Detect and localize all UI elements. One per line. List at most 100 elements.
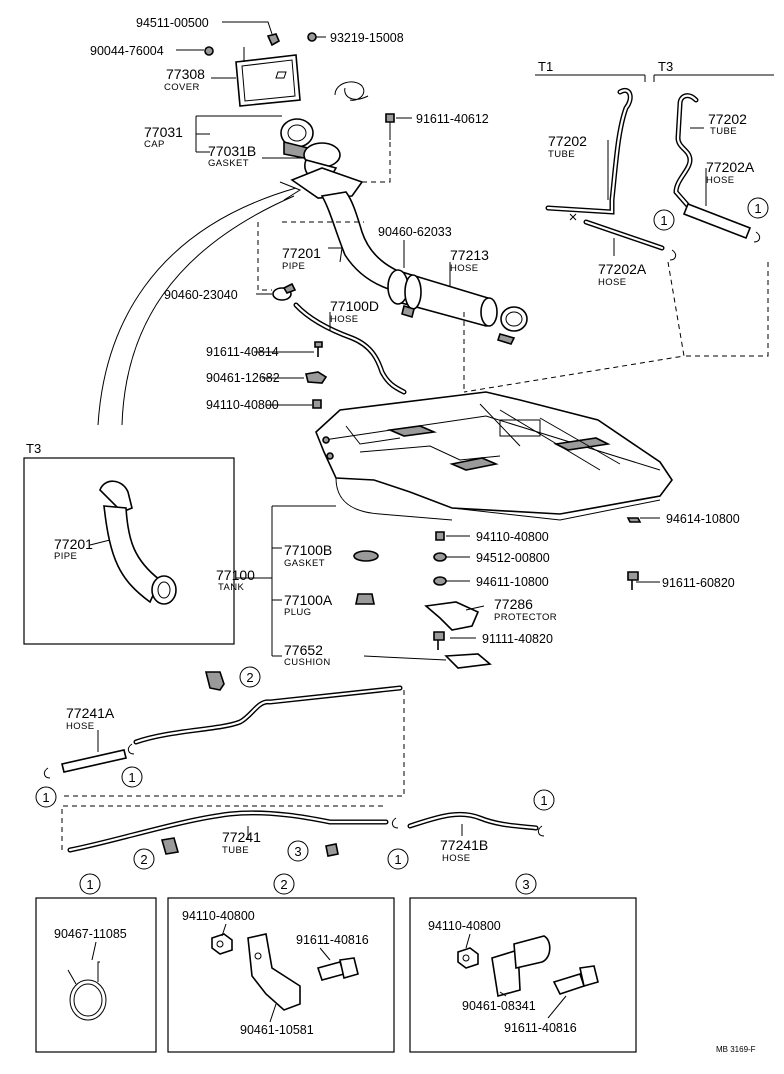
callout-1: 1 <box>128 770 135 785</box>
detail-box-2 <box>167 897 395 1053</box>
callout-2: 2 <box>280 877 287 892</box>
label-77202-t1: 77202 <box>548 133 587 149</box>
label-cap: CAP <box>144 139 165 150</box>
label-77308: 77308 <box>166 66 205 82</box>
label-94110-40800-box3: 94110-40800 <box>428 919 501 933</box>
washer-94512 <box>433 552 447 562</box>
label-94110-40800-tank: 94110-40800 <box>476 530 549 544</box>
clamp-part-3 <box>325 843 339 857</box>
washer-94611 <box>433 576 447 586</box>
label-77100b: 77100B <box>284 542 332 558</box>
bolt-93219 <box>307 32 326 42</box>
callout-1: 1 <box>42 790 49 805</box>
fuel-tank <box>315 391 673 521</box>
label-hose: HOSE <box>330 314 359 325</box>
label-77286: 77286 <box>494 596 533 612</box>
label-77241a: 77241A <box>66 705 115 721</box>
label-77241: 77241 <box>222 829 261 845</box>
label-hose: HOSE <box>442 853 471 864</box>
label-90460-62033: 90460-62033 <box>378 225 452 239</box>
label-91611-40816-box2: 91611-40816 <box>296 933 369 947</box>
label-77031b: 77031B <box>208 143 256 159</box>
label-77202-t3: 77202 <box>708 111 747 127</box>
cover-part <box>235 47 301 107</box>
detail-box-1 <box>35 897 157 1053</box>
tube-upper <box>133 685 403 745</box>
label-tube: TUBE <box>710 126 737 137</box>
callout-circles <box>35 197 769 895</box>
label-90461-10581: 90461-10581 <box>240 1023 314 1037</box>
clip-small <box>391 817 399 829</box>
label-77100: 77100 <box>216 567 255 583</box>
label-77241b: 77241B <box>440 837 488 853</box>
label-hose: HOSE <box>66 721 95 732</box>
label-90461-08341: 90461-08341 <box>462 999 536 1013</box>
nut-90044 <box>204 46 214 56</box>
label-t3-inset: T3 <box>26 441 41 456</box>
label-tube: TUBE <box>222 845 249 856</box>
callout-1: 1 <box>754 201 761 216</box>
box3-hardware <box>457 935 599 998</box>
label-77202a-t1: 77202A <box>598 261 647 277</box>
label-77031: 77031 <box>144 124 183 140</box>
tube-lower <box>67 810 389 853</box>
bolt-91611-40612 <box>385 113 395 140</box>
label-hose: HOSE <box>598 277 627 288</box>
label-gasket: GASKET <box>208 158 249 169</box>
callout-2: 2 <box>140 852 147 867</box>
label-77201-inset: 77201 <box>54 536 93 552</box>
figure-code: MB 3169-F <box>716 1045 756 1054</box>
label-93219: 93219-15008 <box>330 31 404 45</box>
label-91611-60820: 91611-60820 <box>662 576 735 590</box>
clamp-part-2-lower <box>160 837 180 855</box>
label-plug: PLUG <box>284 607 311 618</box>
assembly-arrow <box>97 181 302 426</box>
label-94511: 94511-00500 <box>136 16 209 30</box>
bolt-91111 <box>433 631 445 650</box>
label-tank: TANK <box>218 582 244 593</box>
detail-box-3 <box>409 897 637 1053</box>
label-protector: PROTECTOR <box>494 612 557 623</box>
hose-77241b <box>407 811 539 831</box>
plug-77100a <box>355 593 375 605</box>
inset-pipe-77201 <box>99 480 177 605</box>
label-91611-40816-box3: 91611-40816 <box>504 1021 577 1035</box>
hose-77100d <box>293 302 407 395</box>
filler-pipe <box>290 142 397 292</box>
variant-t1-group <box>535 74 677 261</box>
label-pipe: PIPE <box>54 551 77 562</box>
label-94512: 94512-00800 <box>476 551 550 565</box>
label-pipe: PIPE <box>282 261 305 272</box>
clamp-90461-12682 <box>305 371 328 384</box>
hose-77241a <box>61 749 127 773</box>
nut-94110-tank <box>435 531 445 541</box>
nut-94511 <box>266 33 281 47</box>
spring-clip-90467 <box>67 961 107 1021</box>
label-90467: 90467-11085 <box>54 927 127 941</box>
label-t3: T3 <box>658 59 673 74</box>
clamp-bolt <box>401 304 415 319</box>
clip-small <box>43 767 51 779</box>
hose-77213 <box>387 269 498 327</box>
label-cushion: CUSHION <box>284 657 331 668</box>
box2-hardware <box>211 933 359 1011</box>
label-91111: 91111-40820 <box>482 632 553 646</box>
label-77202a-t3: 77202A <box>706 159 755 175</box>
label-90461-12682: 90461-12682 <box>206 371 280 385</box>
callout-1: 1 <box>86 877 93 892</box>
gasket-77100b <box>353 550 379 562</box>
callout-1: 1 <box>394 852 401 867</box>
label-90044: 90044-76004 <box>90 44 164 58</box>
clip-small <box>127 743 135 755</box>
label-77213: 77213 <box>450 247 489 263</box>
label-t1: T1 <box>538 59 553 74</box>
label-hose: HOSE <box>450 263 479 274</box>
callout-2: 2 <box>246 670 253 685</box>
bolt-91611-40814 <box>314 341 323 357</box>
label-hose: HOSE <box>706 175 735 186</box>
label-91611-40814: 91611-40814 <box>206 345 279 359</box>
label-tube: TUBE <box>548 149 575 160</box>
clamp-part-2 <box>204 671 225 691</box>
